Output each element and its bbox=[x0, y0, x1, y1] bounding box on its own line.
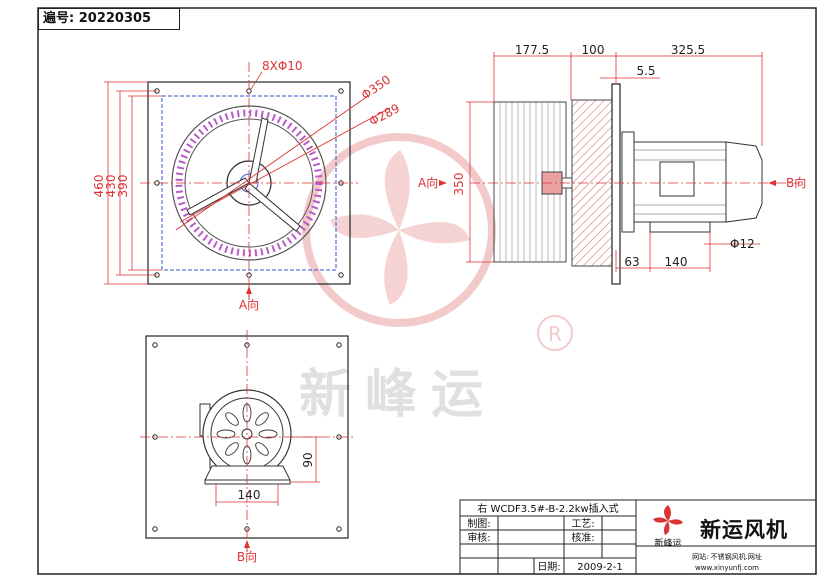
side-arrow-a: A向 bbox=[418, 175, 438, 190]
side-arrow-b: B向 bbox=[786, 175, 806, 190]
back-view: 140 90 B向 bbox=[140, 330, 356, 564]
dim-phi12: Φ12 bbox=[730, 237, 755, 251]
title-block bbox=[459, 499, 817, 575]
dim-100: 100 bbox=[582, 43, 605, 57]
date-value: 2009-2-1 bbox=[577, 562, 622, 573]
model-name: 右 WCDF3.5#-B-2.2kw插入式 bbox=[477, 502, 618, 515]
watermark-logo: R 新峰运 bbox=[299, 133, 573, 425]
label-gongyi: 工艺: bbox=[571, 518, 594, 530]
dim-350: 350 bbox=[452, 173, 466, 196]
dim-177-5: 177.5 bbox=[515, 43, 549, 57]
dim-phi350: Φ350 bbox=[359, 72, 394, 102]
dim-430: 430 bbox=[104, 175, 118, 198]
label-hezhun: 核准: bbox=[571, 531, 594, 544]
arrow-a-label: A向 bbox=[239, 297, 259, 312]
website-line: 网站: 不锈钢风机.网址 bbox=[692, 552, 762, 561]
doc-number-label: 遍号: bbox=[43, 11, 75, 26]
website-url: www.xinyunfj.com bbox=[695, 564, 759, 572]
dim-390: 390 bbox=[116, 175, 130, 198]
side-view: 177.5 100 325.5 5.5 350 A向 B向 63 140 Φ12 bbox=[418, 43, 806, 285]
doc-number-value: 20220305 bbox=[78, 11, 152, 26]
dim-90: 90 bbox=[301, 452, 315, 467]
dim-phi289: Φ289 bbox=[367, 101, 402, 129]
brand-logo-icon bbox=[653, 505, 683, 535]
brand-logo-text: 新峰运 bbox=[654, 537, 681, 549]
dim-140-side: 140 bbox=[665, 255, 688, 269]
hole-note: 8XΦ10 bbox=[262, 59, 303, 73]
label-shenhe: 审核: bbox=[467, 531, 490, 544]
dim-325-5: 325.5 bbox=[671, 43, 705, 57]
label-zhitu: 制图: bbox=[467, 517, 490, 530]
dim-140-back: 140 bbox=[238, 488, 261, 502]
dim-63: 63 bbox=[624, 255, 639, 269]
drawing-frame bbox=[37, 7, 817, 575]
registered-mark: R bbox=[548, 322, 562, 346]
front-view: Φ350 Φ289 8XΦ10 460 430 390 A向 bbox=[92, 59, 402, 312]
doc-number-box: 遍号: 20220305 bbox=[38, 8, 180, 30]
dim-460: 460 bbox=[92, 175, 106, 198]
label-riqi: 日期: bbox=[537, 561, 560, 573]
title-block-text: 右 WCDF3.5#-B-2.2kw插入式 制图: 工艺: 审核: 核准: 日期… bbox=[467, 502, 762, 573]
dim-5-5: 5.5 bbox=[636, 64, 655, 78]
watermark-text: 新峰运 bbox=[299, 365, 497, 425]
brand-name: 新运风机 bbox=[700, 518, 788, 542]
arrow-b-label: B向 bbox=[237, 549, 257, 564]
